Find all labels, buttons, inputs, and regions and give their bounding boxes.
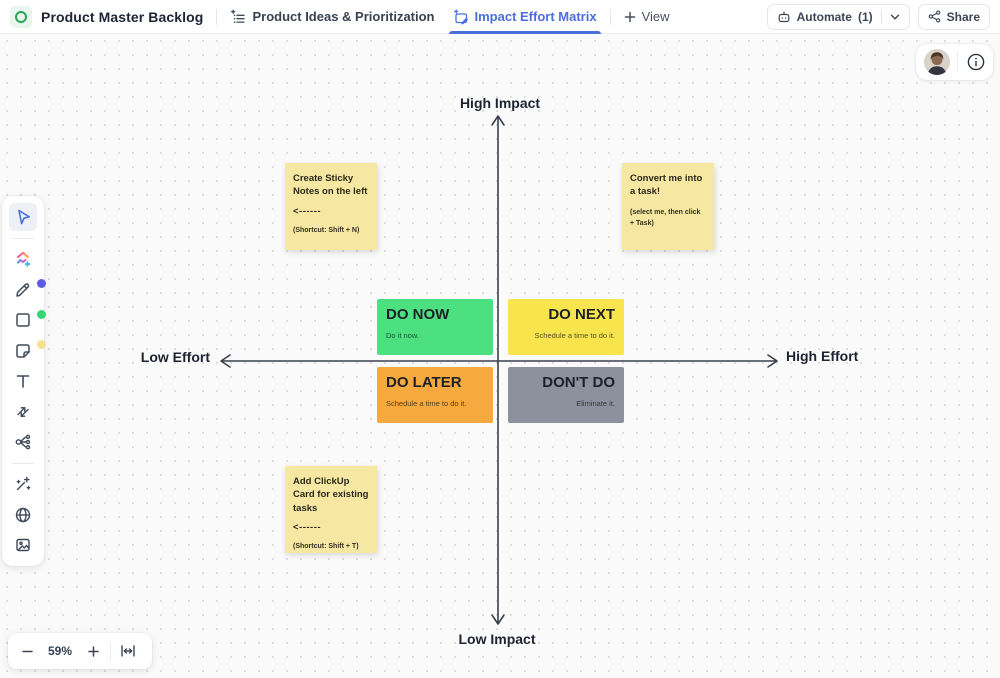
image-icon (13, 535, 33, 555)
quadrant-title: DO NOW (386, 306, 450, 323)
quadrant-title: DO NEXT (548, 306, 615, 323)
share-icon (928, 10, 941, 23)
quadrant-do-later[interactable]: DO LATER Schedule a time to do it. (377, 367, 493, 423)
whiteboard-canvas[interactable] (0, 34, 1000, 678)
marker-tool[interactable] (9, 276, 37, 304)
cursor-icon (13, 207, 33, 227)
zoom-level[interactable]: 59% (47, 644, 73, 658)
axis-label-low-effort: Low Effort (140, 349, 210, 365)
toolbar-divider (12, 237, 34, 239)
tab-impact-effort-matrix[interactable]: Impact Effort Matrix (448, 0, 601, 34)
share-label: Share (946, 9, 980, 24)
button-divider (880, 9, 882, 24)
web-embed-tool[interactable] (9, 501, 37, 529)
automate-label: Automate (796, 9, 852, 24)
sticky-arrow-text: <------ (293, 521, 322, 533)
page-title: Product Master Backlog (41, 8, 204, 25)
user-card (916, 44, 993, 80)
quadrant-title: DON'T DO (542, 374, 615, 391)
mind-map-icon (13, 432, 33, 452)
sticky-shortcut-text: (select me, then click + Task) (630, 208, 701, 227)
sticky-note-add-card[interactable]: Add ClickUp Card for existing tasks <---… (285, 466, 377, 553)
active-tab-underline (448, 30, 601, 34)
tab-label: Product Ideas & Prioritization (252, 9, 435, 24)
image-tool[interactable] (9, 531, 37, 559)
add-view-label: View (641, 9, 670, 24)
plus-icon (624, 11, 636, 23)
marker-icon (13, 280, 33, 300)
axis-label-high-effort: High Effort (786, 348, 859, 364)
sticky-note-tool[interactable] (9, 337, 37, 365)
magic-wand-icon (13, 474, 33, 494)
clickup-logo[interactable] (10, 5, 32, 28)
sticky-note-icon (13, 341, 33, 361)
sticky-title: Add ClickUp Card for existing tasks (293, 476, 369, 514)
automate-button-group[interactable]: Automate (1) (766, 3, 910, 30)
sticky-title: Create Sticky Notes on the left (293, 173, 368, 198)
whiteboard-toolbar (2, 196, 44, 566)
text-tool[interactable] (9, 367, 37, 395)
quadrant-subtitle: Schedule a time to do it. (534, 330, 615, 340)
tab-label: Impact Effort Matrix (474, 9, 597, 24)
axis-label-low-impact: Low Impact (458, 631, 536, 647)
quadrant-subtitle: Do it now. (386, 330, 419, 340)
sticky-title: Convert me into a task! (630, 173, 703, 198)
zoom-in-button[interactable] (80, 638, 106, 664)
square-icon (13, 310, 33, 330)
marker-color-dot (37, 279, 46, 288)
connector-tool[interactable] (9, 398, 37, 426)
clickup-logo-ring (15, 10, 27, 23)
automate-robot-icon (777, 10, 791, 24)
toolbar-divider (12, 462, 34, 464)
select-tool[interactable] (9, 203, 37, 231)
quadrant-dont-do[interactable]: DON'T DO Eliminate it. (508, 367, 624, 423)
zoom-controls: 59% (8, 633, 152, 669)
sticky-color-dot (37, 340, 46, 349)
header-divider (216, 8, 218, 25)
quadrant-do-next[interactable]: DO NEXT Schedule a time to do it. (508, 299, 624, 355)
axis-label-high-impact: High Impact (459, 95, 541, 111)
quadrant-title: DO LATER (386, 374, 462, 391)
quadrant-subtitle: Eliminate it. (576, 398, 615, 408)
sticky-arrow-text: <------ (293, 205, 322, 217)
fit-to-screen-button[interactable] (115, 638, 141, 664)
connector-arrows-icon (13, 402, 33, 422)
automate-count-badge: (1) (857, 9, 873, 24)
shape-tool[interactable] (9, 306, 37, 334)
header-divider (609, 8, 611, 25)
tab-product-ideas[interactable]: Product Ideas & Prioritization (230, 0, 435, 34)
sticky-shortcut-text: (Shortcut: Shift + N) (293, 226, 360, 234)
add-view-button[interactable]: View (624, 9, 670, 24)
globe-icon (13, 505, 33, 525)
info-icon[interactable] (966, 52, 986, 72)
top-header: Product Master Backlog Product Ideas & P… (0, 0, 1000, 34)
sticky-note-create[interactable]: Create Sticky Notes on the left <------ … (285, 163, 377, 250)
sticky-note-convert[interactable]: Convert me into a task! (select me, then… (622, 163, 714, 250)
chevron-down-icon[interactable] (890, 13, 900, 21)
user-avatar[interactable] (923, 49, 950, 75)
text-icon (13, 371, 33, 391)
ai-wand-tool[interactable] (9, 470, 37, 498)
clickup-items-tool[interactable] (9, 245, 37, 273)
quadrant-subtitle: Schedule a time to do it. (386, 398, 467, 408)
prioritization-list-icon (230, 9, 246, 25)
mind-map-tool[interactable] (9, 428, 37, 456)
whiteboard-icon (453, 8, 469, 25)
shape-color-dot (37, 310, 46, 319)
card-divider (957, 52, 958, 72)
sticky-shortcut-text: (Shortcut: Shift + T) (293, 542, 359, 550)
share-button[interactable]: Share (917, 3, 990, 30)
zoom-out-button[interactable] (14, 638, 40, 664)
clickup-plus-icon (13, 249, 33, 269)
zoom-divider (110, 642, 111, 660)
quadrant-do-now[interactable]: DO NOW Do it now. (377, 299, 493, 355)
